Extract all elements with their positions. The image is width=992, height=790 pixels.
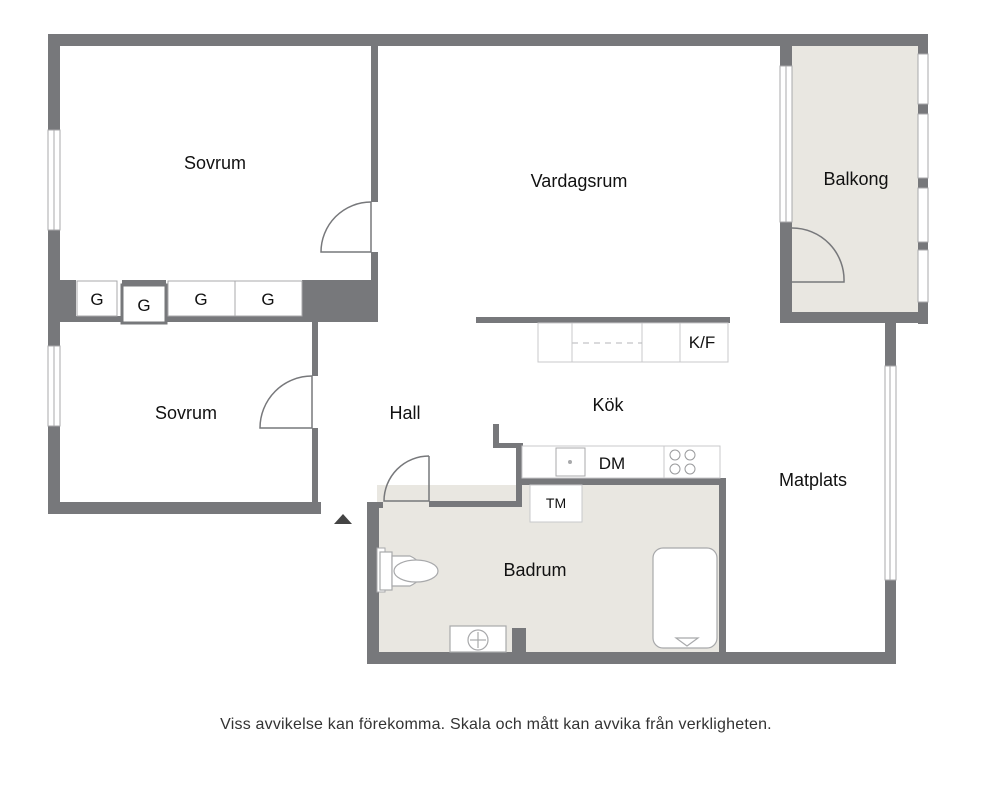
sink-drain-icon [568, 460, 572, 464]
dishwasher-label: DM [599, 454, 625, 473]
dryer-box [529, 484, 583, 523]
bathtub-icon [652, 547, 718, 649]
stove-icon [669, 449, 696, 475]
window-sills [53, 66, 891, 580]
fridge-freezer-label: K/F [689, 333, 715, 352]
room-label-badrum: Badrum [503, 560, 566, 580]
sink-basin-icon [449, 625, 507, 653]
closet-label: G [90, 290, 103, 309]
room-label-sovrum-bottom: Sovrum [155, 403, 217, 423]
closet-label: G [137, 296, 150, 315]
closet-1 [76, 280, 118, 317]
closet-4 [234, 280, 303, 317]
floor-plan: G G G G K/F DM TM Sovrum Va [47, 34, 929, 664]
closet-label: G [261, 290, 274, 309]
disclaimer-text: Viss avvikelse kan förekomma. Skala och … [220, 716, 772, 733]
entrance-arrow-icon [334, 514, 352, 524]
closets [76, 280, 303, 325]
door-swings [259, 201, 845, 502]
closet-label: G [194, 290, 207, 309]
dryer-label: TM [546, 495, 566, 511]
room-label-vardagsrum: Vardagsrum [531, 171, 628, 191]
closet-3 [167, 280, 236, 317]
room-label-sovrum-top: Sovrum [184, 153, 246, 173]
room-label-kok: Kök [592, 395, 624, 415]
room-label-balkong: Balkong [823, 169, 888, 189]
balcony-floor [792, 46, 923, 312]
closet-2 [120, 283, 168, 325]
room-label-matplats: Matplats [779, 470, 847, 490]
toilet-icon [379, 551, 439, 591]
room-label-hall: Hall [389, 403, 420, 423]
walls [48, 34, 928, 664]
upper-cabinets [537, 322, 729, 363]
